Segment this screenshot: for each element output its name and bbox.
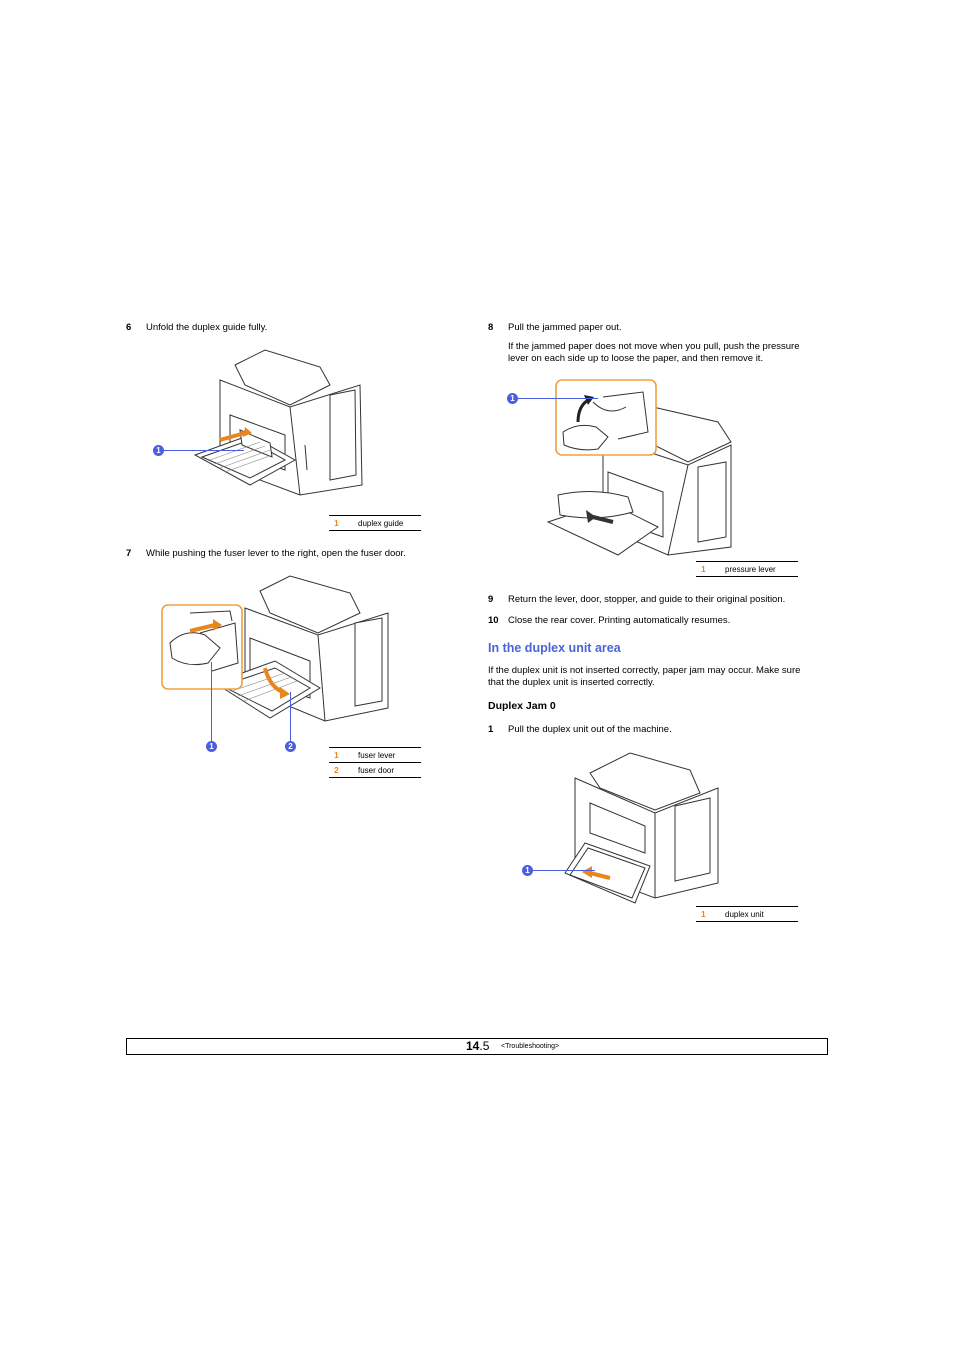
callout-table-fig1: 1 duplex guide — [329, 515, 421, 531]
section-paragraph: If the duplex unit is not inserted corre… — [488, 665, 833, 689]
callout-leader-line — [164, 450, 244, 451]
page-suffix: .5 — [479, 1039, 490, 1053]
step-number: 10 — [488, 615, 499, 626]
callout-leader-line — [290, 692, 291, 742]
step-text: Pull the duplex unit out of the machine. — [508, 724, 672, 735]
callout-badge-1: 1 — [507, 393, 518, 404]
step-text: While pushing the fuser lever to the rig… — [146, 548, 406, 559]
chapter-number: 14 — [466, 1039, 480, 1053]
callout-label: duplex guide — [358, 519, 404, 528]
subheading: Duplex Jam 0 — [488, 700, 556, 712]
note-line: If the jammed paper does not move when y… — [508, 341, 800, 352]
printer-illustration-duplex-unit — [564, 752, 719, 904]
step-number: 1 — [488, 724, 494, 735]
callout-table-fig4: 1 duplex unit — [696, 906, 798, 922]
callout-row: 1 pressure lever — [696, 562, 798, 576]
callout-badge-1: 1 — [153, 445, 164, 456]
page-footer: 14.5 <Troubleshooting> — [126, 1038, 828, 1055]
paragraph-line: If the duplex unit is not inserted corre… — [488, 665, 801, 676]
callout-badge-1: 1 — [522, 865, 533, 876]
step-text: Pull the jammed paper out. — [508, 322, 622, 333]
printer-illustration-pressure-lever — [546, 379, 732, 556]
step-text: Return the lever, door, stopper, and gui… — [508, 594, 786, 605]
callout-number: 1 — [334, 518, 339, 528]
callout-table-fig2: 1 fuser lever 2 fuser door — [329, 747, 421, 778]
callout-row: 1 fuser lever — [329, 748, 421, 762]
step-10: 10 Close the rear cover. Printing automa… — [488, 615, 828, 629]
step-8-note: If the jammed paper does not move when y… — [508, 341, 838, 365]
callout-leader-line — [211, 662, 212, 742]
step-7: 7 While pushing the fuser lever to the r… — [126, 548, 446, 562]
step-8: 8 Pull the jammed paper out. — [488, 322, 828, 336]
step-9: 9 Return the lever, door, stopper, and g… — [488, 594, 828, 608]
step-number: 9 — [488, 594, 494, 605]
footer-section-name: <Troubleshooting> — [501, 1043, 560, 1050]
page-number: 14.5 — [466, 1039, 489, 1054]
printer-illustration-fuser-door — [161, 575, 389, 722]
step-1: 1 Pull the duplex unit out of the machin… — [488, 724, 828, 738]
callout-row: 2 fuser door — [329, 762, 421, 777]
note-line: lever on each side up to loose the paper… — [508, 353, 764, 364]
step-text: Unfold the duplex guide fully. — [146, 322, 268, 333]
callout-leader-line — [533, 870, 595, 871]
callout-table-fig3: 1 pressure lever — [696, 561, 798, 577]
callout-badge-1: 1 — [206, 741, 217, 752]
callout-number: 1 — [701, 909, 706, 919]
section-title: In the duplex unit area — [488, 641, 621, 655]
step-number: 6 — [126, 322, 132, 333]
callout-row: 1 duplex unit — [696, 907, 798, 921]
step-6: 6 Unfold the duplex guide fully. — [126, 322, 446, 336]
callout-number: 1 — [701, 564, 706, 574]
step-number: 8 — [488, 322, 494, 333]
callout-label: fuser lever — [358, 751, 396, 760]
callout-number: 2 — [334, 765, 339, 775]
callout-row: 1 duplex guide — [329, 516, 421, 530]
step-text: Close the rear cover. Printing automatic… — [508, 615, 731, 626]
paragraph-line: that the duplex unit is inserted correct… — [488, 677, 655, 688]
callout-label: fuser door — [358, 766, 395, 775]
step-number: 7 — [126, 548, 132, 559]
callout-label: duplex unit — [725, 910, 764, 919]
printer-illustration-duplex-guide — [193, 349, 363, 496]
callout-badge-2: 2 — [285, 741, 296, 752]
callout-number: 1 — [334, 750, 339, 760]
callout-leader-line — [518, 398, 598, 399]
callout-label: pressure lever — [725, 565, 776, 574]
